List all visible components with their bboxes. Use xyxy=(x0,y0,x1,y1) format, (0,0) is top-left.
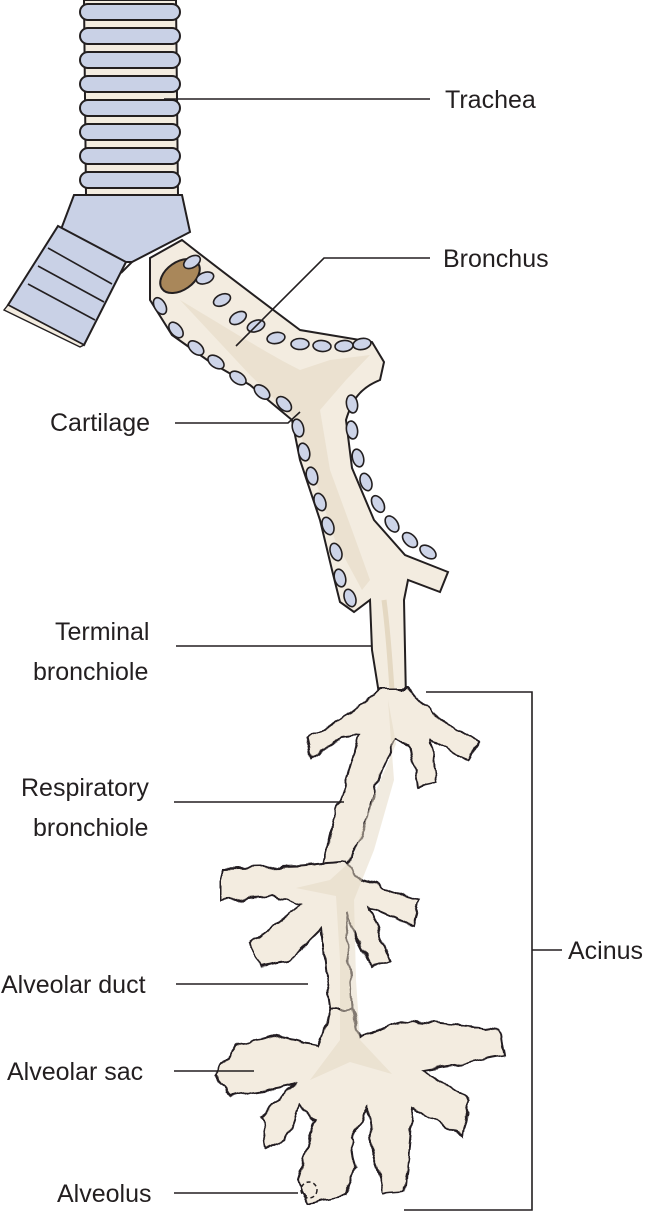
trachea-cartilage-rings xyxy=(79,3,181,189)
trachea-ring xyxy=(79,123,181,141)
cartilage-plate xyxy=(212,292,232,308)
cartilage-plate xyxy=(384,515,400,533)
cartilage-plate xyxy=(187,340,205,356)
cartilage-plate xyxy=(370,494,386,514)
label-alveolar-sac: Alveolar sac xyxy=(7,1058,143,1086)
trachea-ring xyxy=(79,27,181,45)
bronchus-tree xyxy=(149,238,450,701)
trachea-ring xyxy=(79,147,181,165)
cartilage-plate xyxy=(228,310,248,326)
cartilage-plate xyxy=(333,568,347,588)
cartilage-plate xyxy=(351,448,365,468)
cartilage-plate xyxy=(321,516,335,536)
label-bronchus: Bronchus xyxy=(443,245,549,273)
cartilage-plate xyxy=(345,394,359,414)
label-acinus: Acinus xyxy=(568,937,643,965)
trachea-ring xyxy=(79,3,181,21)
label-alveolus: Alveolus xyxy=(57,1180,152,1208)
cartilage-plate xyxy=(275,395,293,413)
cartilage-plate xyxy=(291,418,305,438)
cartilage-plate xyxy=(359,472,373,492)
cartilage-plate xyxy=(266,331,286,345)
cartilage-plate xyxy=(343,588,357,608)
cartilage-plate xyxy=(313,492,327,512)
label-respiratory-bronchiole-2: bronchiole xyxy=(33,814,148,842)
label-terminal-bronchiole-2: bronchiole xyxy=(33,658,148,686)
cartilage-plate xyxy=(345,420,359,440)
trachea-ring xyxy=(79,75,181,93)
cartilage-plate xyxy=(195,271,215,285)
label-alveolar-duct: Alveolar duct xyxy=(1,971,146,999)
cartilage-plate xyxy=(305,466,319,486)
acinus-structure xyxy=(212,689,506,1206)
label-respiratory-bronchiole-1: Respiratory xyxy=(21,774,149,802)
cartilage-plate xyxy=(419,544,437,560)
cartilage-plate xyxy=(352,337,372,351)
cartilage-plate xyxy=(168,321,184,339)
cartilage-plate xyxy=(253,384,271,400)
cartilage-plate xyxy=(229,370,247,386)
label-cartilage: Cartilage xyxy=(50,409,150,437)
cartilage-plate xyxy=(182,254,202,270)
trachea-ring xyxy=(79,99,181,117)
trachea-ring xyxy=(79,51,181,69)
cartilage-plate xyxy=(312,339,332,353)
cartilage-plate xyxy=(290,337,310,351)
cartilage-plate xyxy=(329,542,343,562)
cartilage-plate xyxy=(152,296,168,316)
cartilage-plate xyxy=(297,442,311,462)
alveolus-marker xyxy=(300,1181,318,1199)
left-main-bronchus xyxy=(2,224,128,348)
label-terminal-bronchiole-1: Terminal xyxy=(55,618,149,646)
cartilage-plates xyxy=(152,254,437,608)
trachea-ring xyxy=(79,171,181,189)
label-trachea: Trachea xyxy=(445,86,536,114)
leader-lines xyxy=(164,98,562,1211)
cartilage-plate xyxy=(207,354,225,370)
cartilage-plate xyxy=(401,531,419,549)
trachea xyxy=(58,0,192,274)
